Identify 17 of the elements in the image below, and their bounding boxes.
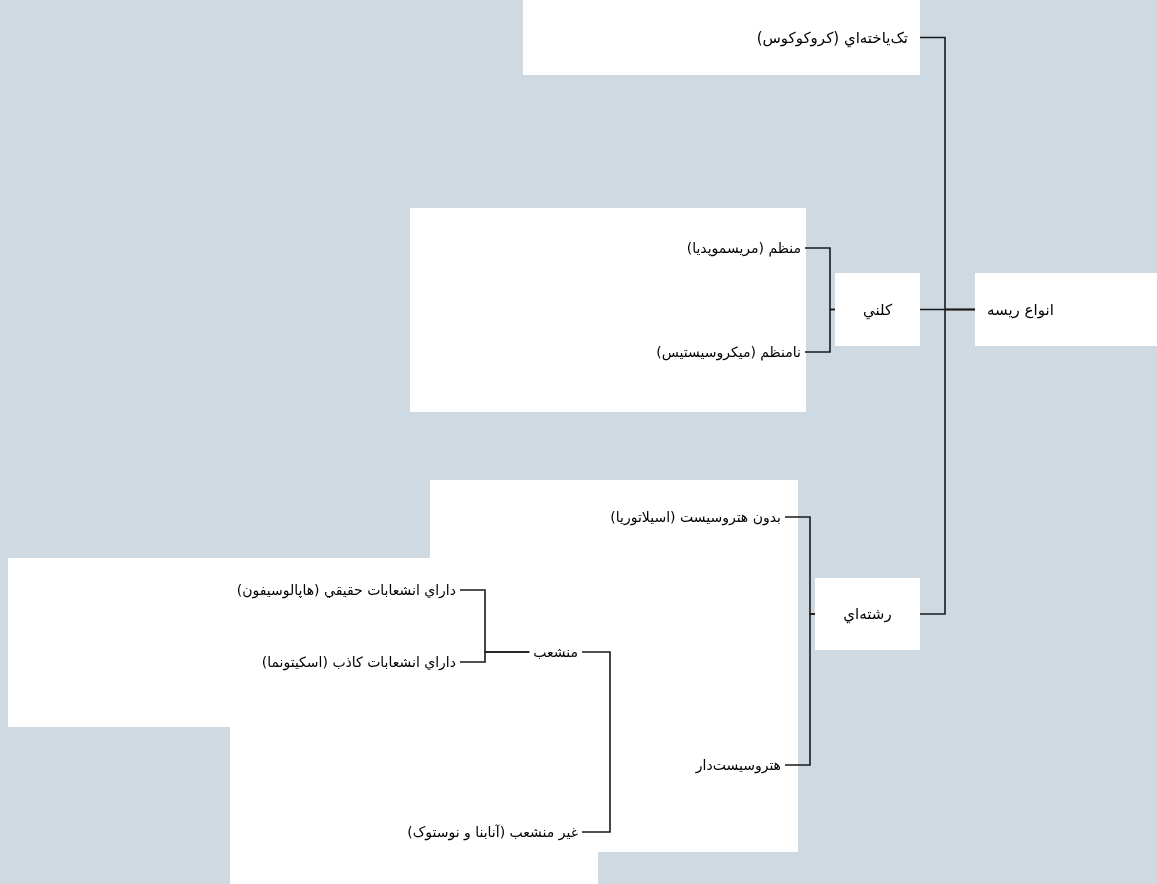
- category-label: غير منشعب (آنابنا و نوستوک): [403, 824, 582, 840]
- bracket-line: [581, 651, 611, 833]
- category-label: داراي انشعابات حقيقي (هاپالوسيفون): [232, 582, 460, 598]
- category-label: منظم (مريسموپديا): [682, 240, 805, 256]
- category-label: نامنظم (ميکروسيستيس): [652, 344, 805, 360]
- category-box: تک‌ياخته‌اي (کروکوکوس): [523, 0, 920, 75]
- category-label: بدون هتروسيست (اسيلاتوريا): [606, 509, 785, 525]
- bracket-line: [919, 308, 976, 615]
- category-box: انواع ريسه: [975, 273, 1157, 346]
- category-box: کلني: [835, 273, 920, 346]
- category-box: رشته‌اي: [815, 578, 920, 650]
- bracket-line: [784, 613, 816, 766]
- bracket-line: [459, 651, 531, 663]
- bracket-line: [804, 308, 836, 353]
- category-label: هتروسيست‌دار: [691, 757, 785, 773]
- category-label: منشعب: [529, 644, 582, 660]
- category-label: داراي انشعابات کاذب (اسکيتونما): [257, 654, 460, 670]
